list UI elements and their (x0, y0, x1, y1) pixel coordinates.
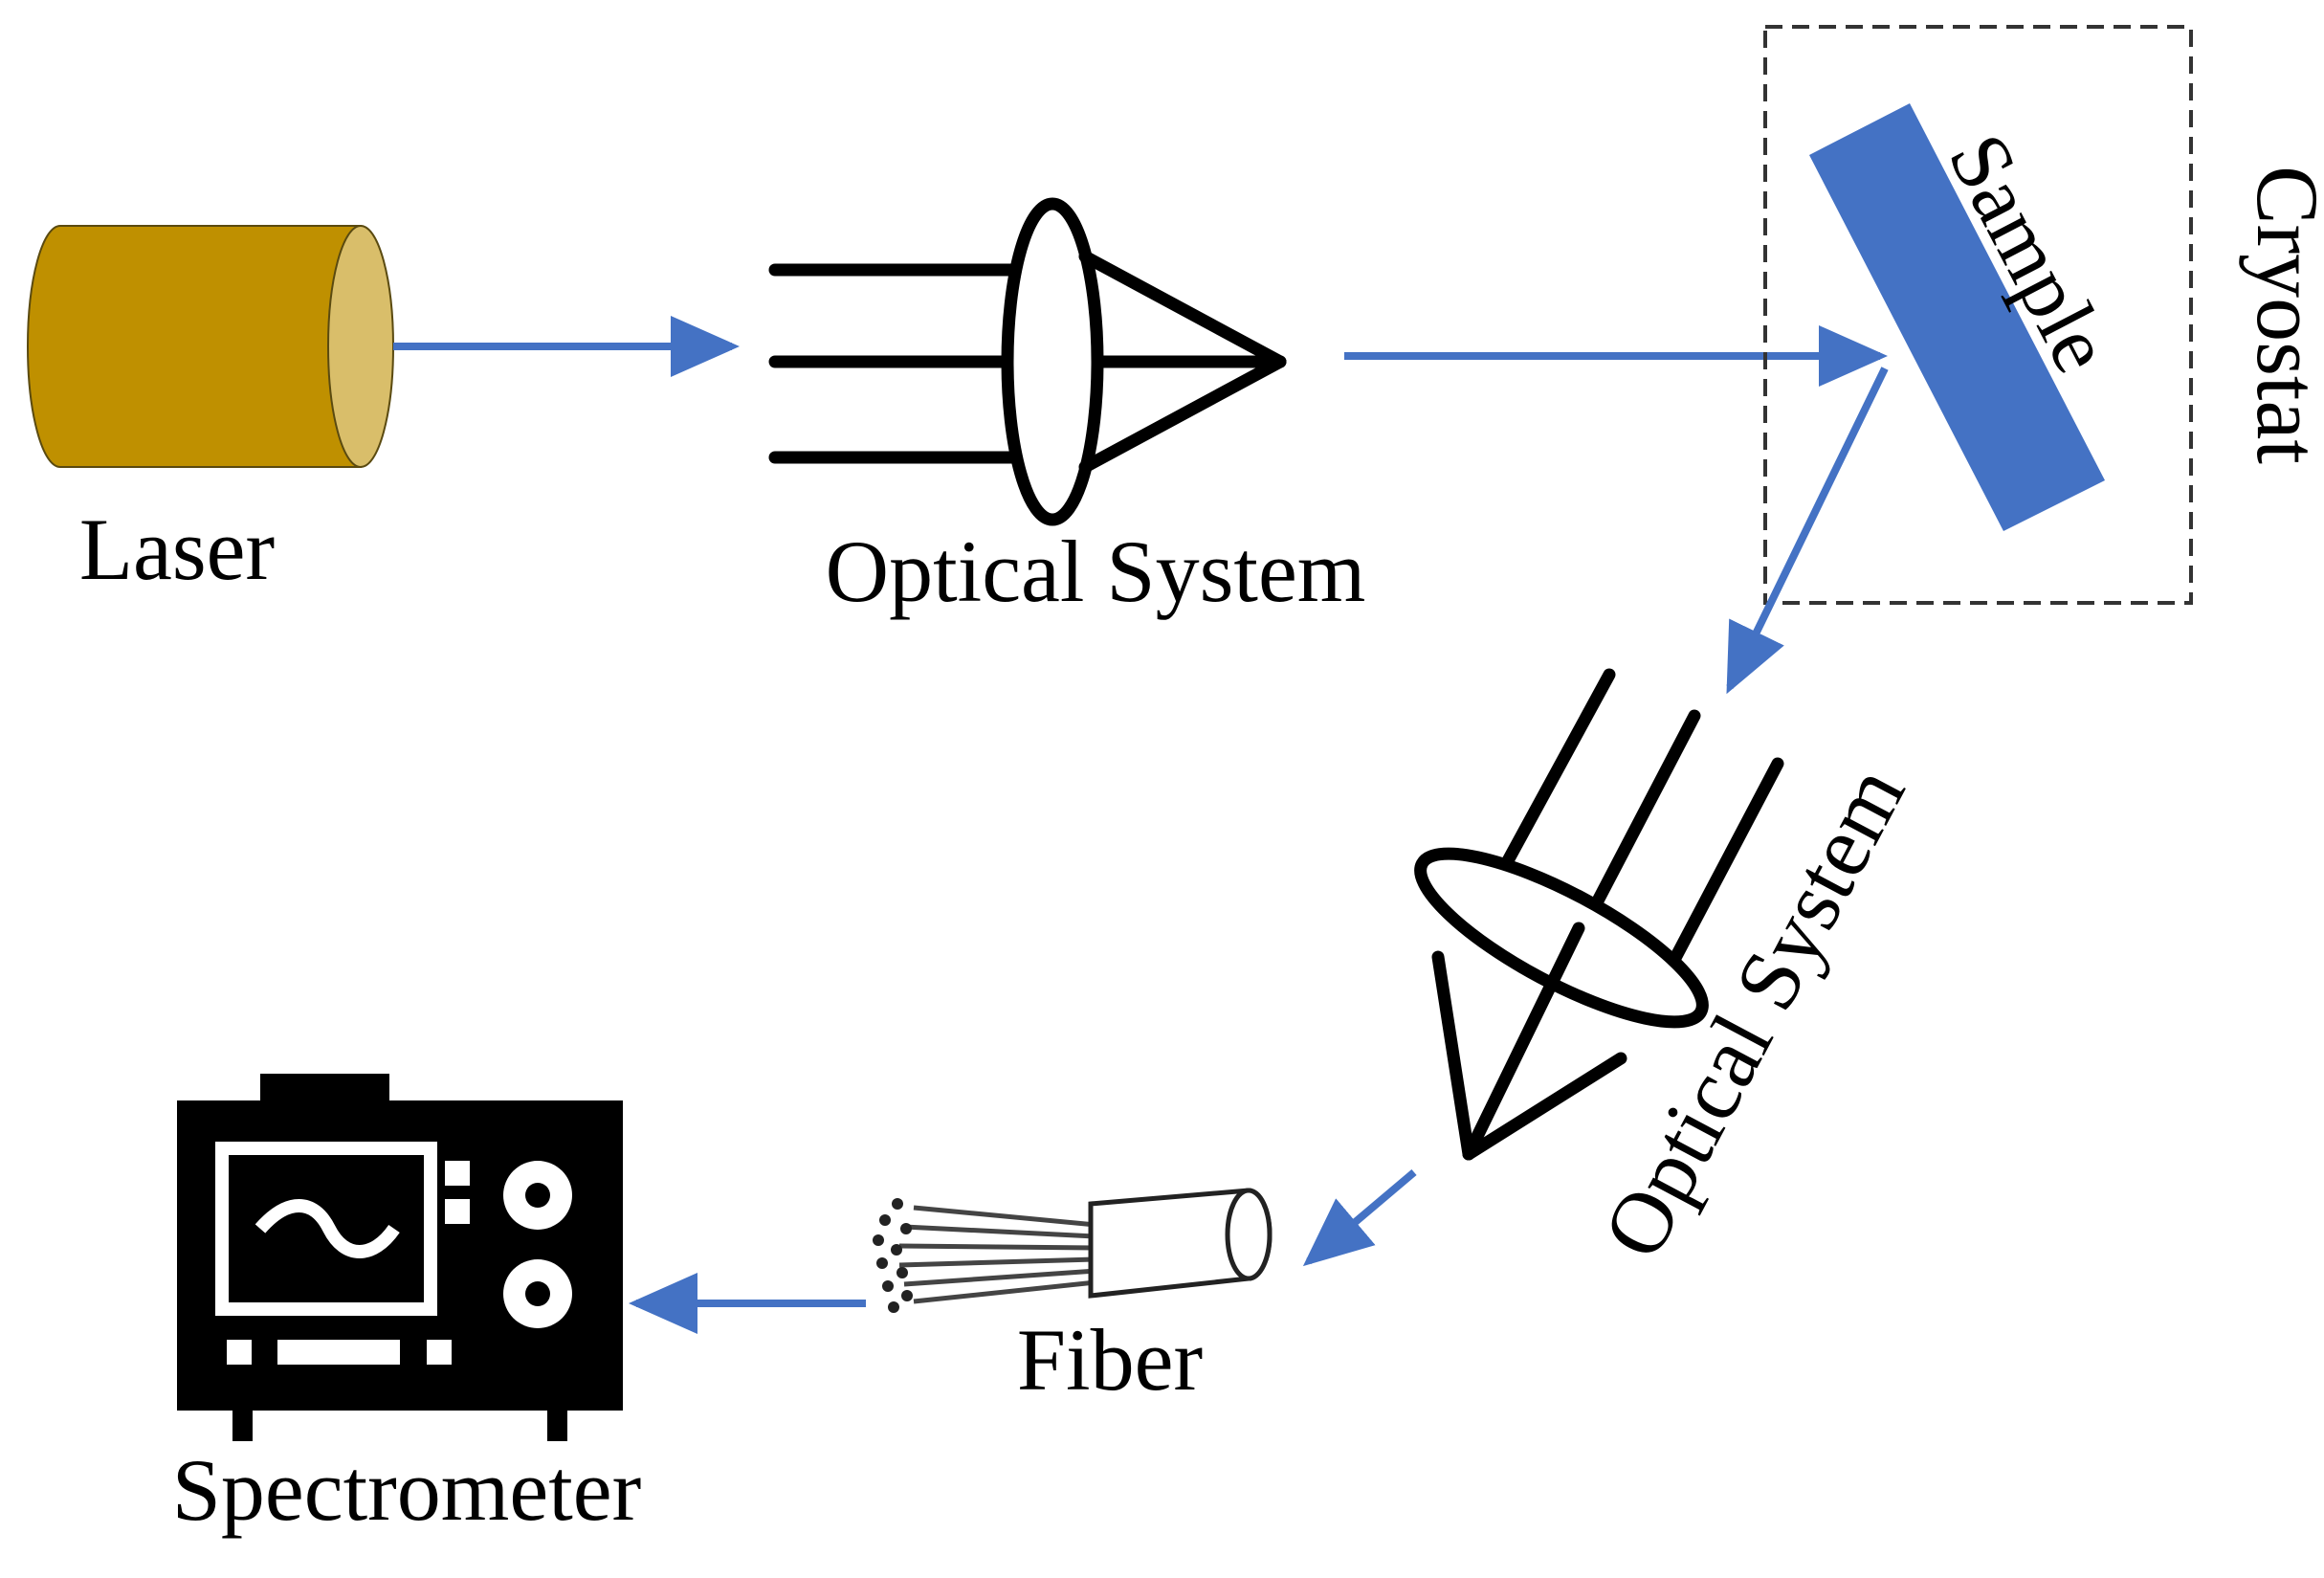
laser-label: Laser (79, 500, 275, 598)
lens-system-2-icon (1414, 668, 1784, 1161)
beam-optics-to-fiber (1302, 1168, 1417, 1267)
sample-plate (1809, 103, 2105, 531)
cryostat-box (1763, 25, 2193, 605)
beam-sample-to-optics (1726, 367, 1889, 695)
cryostat-label: Cryostat (2239, 166, 2324, 464)
lens-system-icon (768, 197, 1287, 526)
fiber-icon (873, 1188, 1273, 1313)
spectrometer-label: Spectrometer (172, 1441, 641, 1539)
optical-system-1-label: Optical System (826, 522, 1366, 620)
spectrometer-icon (177, 1074, 623, 1441)
fiber-label: Fiber (1017, 1311, 1203, 1409)
laser-icon (27, 225, 394, 468)
